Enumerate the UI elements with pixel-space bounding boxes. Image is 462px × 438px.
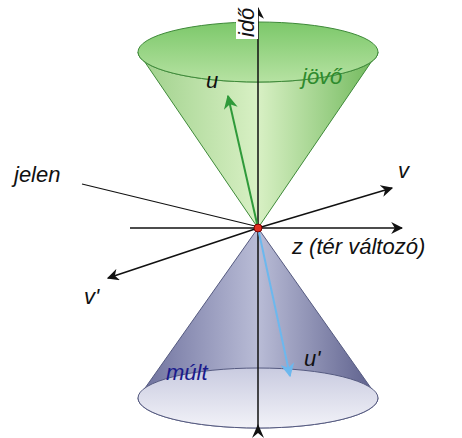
- axis-label: z (tér változó): [292, 236, 425, 258]
- region-label: múlt: [166, 362, 208, 384]
- vector-label: u': [304, 348, 320, 370]
- axis-label: idő: [236, 6, 258, 39]
- vector-label: v': [84, 286, 99, 308]
- vector-label: v: [398, 160, 409, 182]
- event-label: jelen: [14, 164, 60, 186]
- region-label: jövő: [302, 66, 342, 88]
- vector-label: u: [206, 70, 218, 92]
